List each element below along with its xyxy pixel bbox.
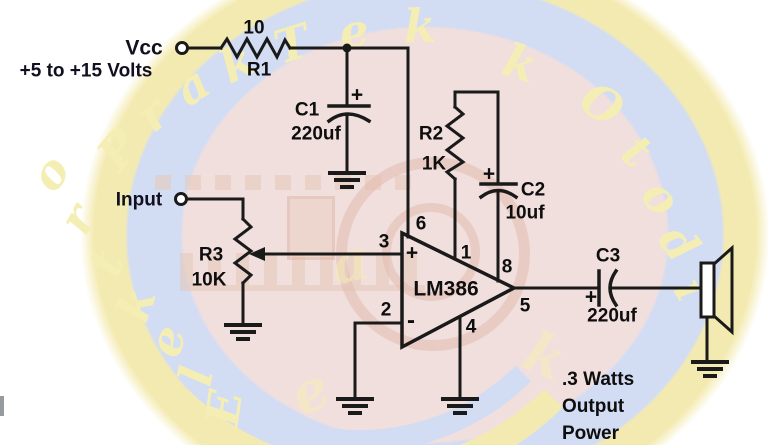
pin6-label: 6 <box>415 213 427 235</box>
ground-symbol-pin4 <box>441 397 479 415</box>
output-power-line1: .3 Watts <box>562 369 635 390</box>
r2-name: R2 <box>418 123 444 145</box>
input-label: Input <box>115 189 163 211</box>
input-terminal-icon <box>174 192 188 206</box>
output-power-line3: Power <box>562 423 620 444</box>
vcc-terminal-icon <box>175 41 189 55</box>
c1-plus-sign: + <box>350 83 364 107</box>
opamp-plus-sign: + <box>405 241 419 265</box>
pin3-label: 3 <box>378 231 390 253</box>
output-power-note: .3 Watts Output Power <box>562 366 634 445</box>
potentiometer-r3-icon <box>232 216 254 286</box>
r1-value: 10 <box>243 17 265 39</box>
c3-plus-sign: + <box>584 285 598 309</box>
resistor-r2-icon <box>444 104 466 182</box>
wiper-arrow-icon <box>249 247 265 261</box>
r1-name: R1 <box>246 59 272 81</box>
r3-name: R3 <box>198 244 224 266</box>
supply-range-label: +5 to +15 Volts <box>19 60 153 82</box>
ground-symbol-pin2 <box>336 397 374 415</box>
resistor-r1-icon <box>218 35 293 61</box>
ground-symbol-r3 <box>224 323 262 341</box>
watermark-tower-shape <box>287 196 335 260</box>
c2-name: C2 <box>520 179 546 201</box>
ic-name: LM386 <box>413 277 479 301</box>
c2-value: 10uf <box>505 202 545 224</box>
pin1-label: 1 <box>460 242 472 264</box>
opamp-minus-sign: - <box>407 307 415 334</box>
vcc-label: Vcc <box>125 36 163 60</box>
opamp-triangle-icon <box>400 230 518 350</box>
pin5-label: 5 <box>519 295 531 317</box>
wire-pin2-ground <box>353 321 404 400</box>
ground-symbol-c1 <box>328 171 366 189</box>
c1-value: 220uf <box>291 123 341 145</box>
r2-value: 1K <box>421 153 447 175</box>
pin8-label: 8 <box>501 256 513 278</box>
output-power-line2: Output <box>562 396 625 417</box>
pin4-label: 4 <box>465 316 477 338</box>
scan-edge-artifact <box>0 396 4 416</box>
ground-symbol-speaker <box>691 360 729 378</box>
capacitor-c3-icon <box>597 268 619 308</box>
c2-plus-sign: + <box>482 162 496 186</box>
capacitor-c1-icon <box>326 104 372 124</box>
c1-name: C1 <box>294 99 320 121</box>
pin2-label: 2 <box>380 299 392 321</box>
c3-value: 220uf <box>587 305 637 327</box>
watermark-inner-ring-shape <box>382 203 480 301</box>
r3-value: 10K <box>191 269 227 291</box>
c3-name: C3 <box>595 245 621 267</box>
